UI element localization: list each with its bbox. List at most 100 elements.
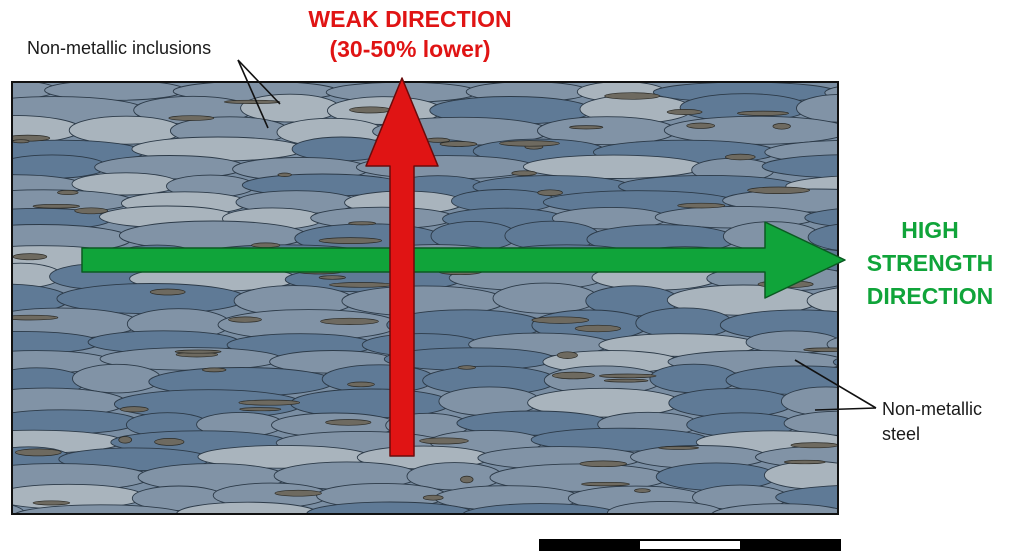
high-strength-line-2: STRENGTH [866, 250, 994, 276]
inclusion [686, 122, 716, 129]
grain [522, 154, 705, 179]
high-strength-arrow [81, 221, 846, 299]
grain [804, 208, 838, 228]
inclusion [537, 189, 563, 196]
grain [763, 461, 838, 490]
inclusion [569, 125, 604, 130]
grain [832, 358, 838, 367]
inclusion [32, 500, 71, 506]
inclusion [422, 494, 444, 501]
steel-label-line-2: steel [882, 424, 921, 444]
inclusion [12, 139, 30, 144]
grain [796, 93, 838, 123]
inclusion [74, 207, 109, 215]
inclusion [460, 475, 474, 484]
grain [775, 485, 838, 510]
grain [806, 287, 838, 314]
inclusion [12, 253, 48, 261]
inclusion [238, 399, 301, 406]
inclusion [725, 153, 756, 161]
inclusion [149, 288, 186, 296]
inclusion [457, 365, 476, 370]
inclusion [803, 347, 838, 352]
inclusion [251, 242, 281, 248]
inclusion-leader-2 [237, 59, 269, 129]
inclusion [202, 367, 227, 373]
inclusion [223, 99, 281, 104]
inclusions-label: Non-metallic inclusions [27, 38, 212, 58]
inclusion [174, 349, 222, 354]
grain [783, 410, 838, 436]
inclusion [320, 317, 379, 325]
inclusion [747, 186, 810, 194]
inclusion [277, 172, 292, 177]
high-strength-line-3: DIRECTION [866, 283, 994, 309]
inclusion [666, 109, 703, 115]
panel-border [11, 81, 839, 515]
inclusion [772, 123, 791, 130]
inclusion-leader-1 [237, 59, 281, 105]
grain [824, 86, 838, 100]
inclusion [531, 316, 590, 324]
inclusion [439, 141, 478, 147]
inclusion [32, 203, 80, 209]
leader-lines [237, 59, 877, 411]
inclusion [790, 442, 838, 449]
grain [761, 154, 838, 179]
inclusion [348, 221, 376, 226]
inclusion [425, 137, 451, 143]
scale-bar [539, 539, 841, 551]
grain [72, 363, 162, 394]
grain [837, 128, 838, 134]
inclusion [634, 488, 651, 493]
inclusion [12, 314, 59, 321]
steel-leader-2 [814, 407, 877, 411]
grain [13, 504, 188, 514]
inclusion [737, 110, 789, 116]
inclusion [556, 351, 578, 359]
high-strength-label: HIGH STRENGTH DIRECTION [850, 214, 1010, 313]
inclusion [581, 481, 630, 487]
grain [837, 511, 838, 514]
inclusion [14, 448, 62, 457]
inclusion [604, 92, 660, 100]
inclusion [499, 140, 560, 147]
high-strength-line-1: HIGH [901, 217, 959, 243]
inclusion [551, 371, 595, 380]
inclusion [329, 282, 394, 288]
inclusion [579, 460, 627, 468]
inclusion [228, 316, 262, 323]
weak-direction-label: WEAK DIRECTION (30-50% lower) [270, 4, 550, 64]
inclusion [318, 275, 346, 280]
inclusion [318, 237, 383, 244]
inclusion [118, 436, 133, 444]
weak-direction-note: (30-50% lower) [329, 36, 491, 62]
grain [492, 282, 599, 314]
inclusion [239, 407, 282, 412]
inclusion [154, 438, 185, 446]
inclusion [274, 489, 322, 497]
grain [710, 503, 838, 514]
inclusion [325, 419, 372, 426]
weak-direction-title: WEAK DIRECTION [308, 6, 512, 32]
inclusion [347, 381, 375, 388]
inclusion [511, 170, 537, 176]
inclusion [168, 115, 215, 121]
inclusion [349, 106, 392, 114]
steel-label-line-1: Non-metallic [882, 399, 983, 419]
inclusion [419, 437, 469, 445]
weak-direction-arrow [365, 77, 439, 457]
inclusion [119, 406, 149, 413]
grain [807, 223, 838, 251]
inclusion [598, 373, 657, 379]
inclusion [603, 378, 649, 383]
grain [462, 503, 620, 514]
steel-label: Non-metallic steel [882, 397, 982, 447]
inclusion [658, 446, 699, 450]
inclusion [57, 189, 79, 196]
inclusion [783, 459, 826, 465]
inclusion [677, 202, 726, 209]
inclusion [574, 324, 622, 333]
inclusion-streaks [12, 92, 838, 506]
